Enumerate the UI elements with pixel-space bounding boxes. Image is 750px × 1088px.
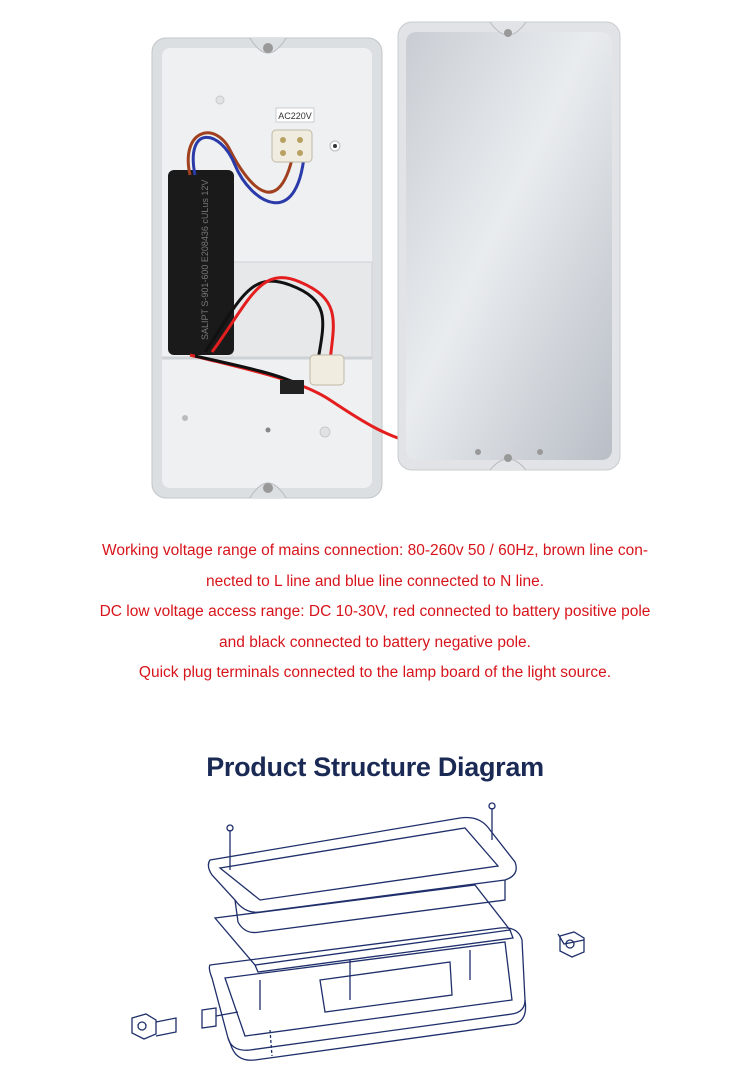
description-line: nected to L line and blue line connected… <box>205 572 545 590</box>
diagram-panel <box>213 884 514 973</box>
cable-gland-left <box>131 1013 177 1040</box>
description-line: Working voltage range of mains connectio… <box>102 542 648 559</box>
exploded-structure-diagram <box>131 802 585 1061</box>
description-line: Quick plug terminals connected to the la… <box>138 664 612 681</box>
housing-lid <box>397 21 621 471</box>
driver-module: SALIPT S-901-600 E208436 cULus 12V <box>168 170 234 355</box>
description-line: DC low voltage access range: DC 10-30V, … <box>99 603 651 620</box>
description-line: and black connected to battery negative … <box>219 633 531 651</box>
dc-terminal-block <box>280 354 345 394</box>
module-print: SALIPT S-901-600 E208436 cULus 12V <box>200 180 210 340</box>
ac220v-label: AC220V <box>278 111 312 121</box>
wires <box>186 131 426 447</box>
wiring-description: Working voltage range of mains connectio… <box>40 536 710 689</box>
screw-left <box>201 1007 239 1029</box>
diagram-cover <box>207 802 517 934</box>
product-photo: SALIPT S-901-600 E208436 cULus 12V AC220… <box>151 21 621 499</box>
cable-gland-right <box>557 931 585 958</box>
ac-terminal-block: AC220V <box>271 107 315 163</box>
diagram-base <box>208 927 527 1061</box>
section-title: Product Structure Diagram <box>206 752 544 782</box>
